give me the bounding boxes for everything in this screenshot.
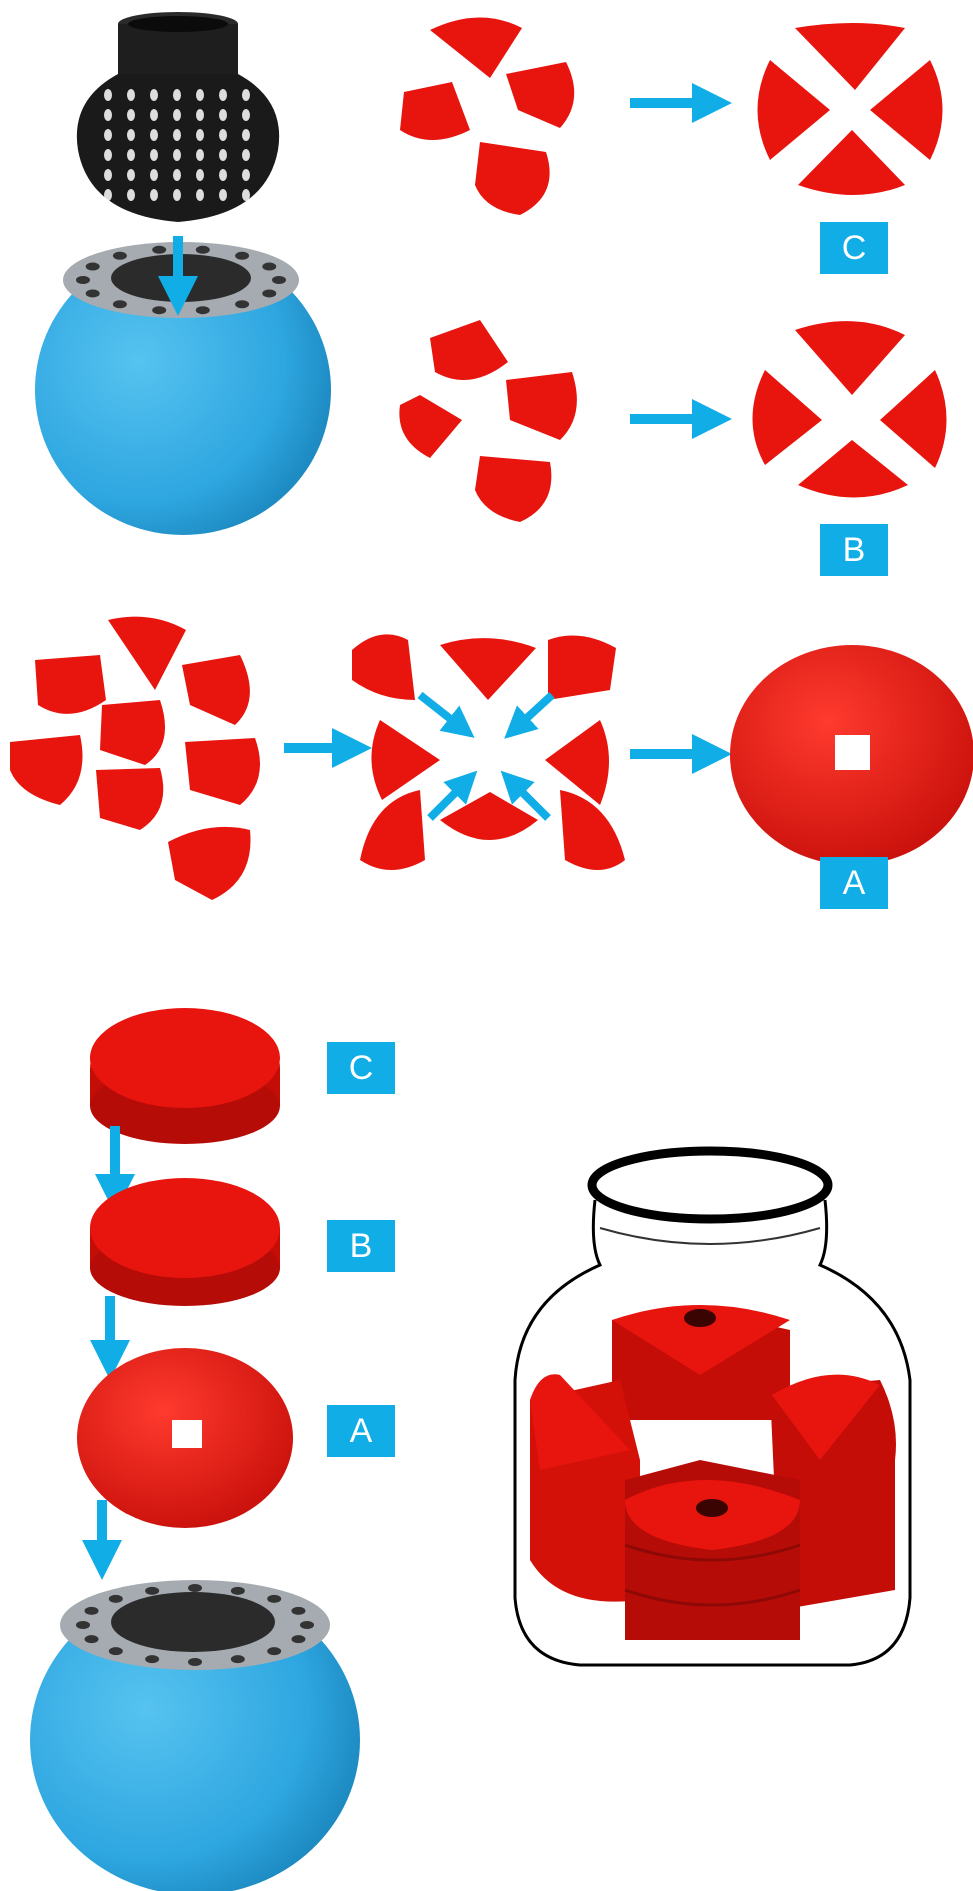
hole bbox=[242, 189, 250, 201]
hole bbox=[219, 129, 227, 141]
hole bbox=[235, 300, 249, 308]
hole bbox=[231, 1655, 245, 1663]
hole bbox=[188, 1658, 202, 1666]
stack-ring-c bbox=[90, 1008, 280, 1144]
hole bbox=[173, 109, 181, 121]
hole bbox=[219, 89, 227, 101]
hole bbox=[242, 169, 250, 181]
label-b: B bbox=[820, 524, 888, 576]
hole bbox=[196, 109, 204, 121]
hole bbox=[242, 129, 250, 141]
hole bbox=[291, 1635, 305, 1643]
assembled-ring-icon bbox=[753, 321, 947, 497]
hole bbox=[196, 89, 204, 101]
hole bbox=[145, 1587, 159, 1595]
hole bbox=[127, 89, 135, 101]
hole bbox=[104, 189, 112, 201]
hole bbox=[85, 1635, 99, 1643]
stacked-segments-in-jar bbox=[530, 1305, 896, 1640]
hole bbox=[109, 1595, 123, 1603]
hole bbox=[262, 289, 276, 297]
hole bbox=[173, 189, 181, 201]
hole bbox=[196, 246, 210, 254]
hole bbox=[267, 1647, 281, 1655]
stack-label-b: B bbox=[327, 1220, 395, 1272]
stack-label-a: A bbox=[327, 1405, 395, 1457]
loose-segments-c bbox=[400, 17, 574, 215]
hole bbox=[104, 149, 112, 161]
hole bbox=[152, 246, 166, 254]
hole bbox=[104, 169, 112, 181]
hole bbox=[104, 109, 112, 121]
hole bbox=[242, 109, 250, 121]
hole bbox=[300, 1621, 314, 1629]
hole bbox=[219, 149, 227, 161]
stack-label-c: C bbox=[327, 1042, 395, 1094]
hole bbox=[76, 1621, 90, 1629]
hole bbox=[219, 109, 227, 121]
hole bbox=[196, 149, 204, 161]
hole bbox=[291, 1607, 305, 1615]
hole bbox=[173, 169, 181, 181]
hole bbox=[173, 89, 181, 101]
hole bbox=[196, 306, 210, 314]
hole bbox=[109, 1647, 123, 1655]
stack-ring-a bbox=[77, 1348, 293, 1528]
hole bbox=[76, 276, 90, 284]
hole bbox=[104, 89, 112, 101]
hole bbox=[127, 169, 135, 181]
hole bbox=[231, 1587, 245, 1595]
hole bbox=[173, 149, 181, 161]
hole bbox=[262, 263, 276, 271]
converging-segments bbox=[352, 634, 625, 870]
hole bbox=[85, 1607, 99, 1615]
hole bbox=[188, 1584, 202, 1592]
hole bbox=[104, 129, 112, 141]
hole bbox=[196, 189, 204, 201]
assembled-ring-icon bbox=[730, 645, 973, 865]
hole bbox=[127, 189, 135, 201]
hole bbox=[196, 129, 204, 141]
assembled-ring-icon bbox=[758, 23, 943, 195]
label-c: C bbox=[820, 222, 888, 274]
loose-segments-a bbox=[10, 617, 260, 900]
label-a: A bbox=[820, 857, 888, 909]
hole bbox=[196, 169, 204, 181]
hole bbox=[150, 129, 158, 141]
hole bbox=[86, 263, 100, 271]
hole bbox=[150, 169, 158, 181]
hole bbox=[242, 149, 250, 161]
hole bbox=[127, 149, 135, 161]
hole bbox=[127, 109, 135, 121]
stack-ring-b bbox=[90, 1178, 280, 1306]
hole bbox=[272, 276, 286, 284]
hole bbox=[127, 129, 135, 141]
loose-segments-b bbox=[399, 320, 577, 522]
hole bbox=[86, 289, 100, 297]
hole bbox=[242, 89, 250, 101]
hole bbox=[113, 252, 127, 260]
hole bbox=[235, 252, 249, 260]
hole bbox=[173, 129, 181, 141]
hole bbox=[219, 169, 227, 181]
hole bbox=[150, 149, 158, 161]
hole bbox=[145, 1655, 159, 1663]
hole bbox=[267, 1595, 281, 1603]
hole bbox=[150, 109, 158, 121]
hole bbox=[150, 89, 158, 101]
hole bbox=[150, 189, 158, 201]
hole bbox=[152, 306, 166, 314]
hole bbox=[219, 189, 227, 201]
hole bbox=[113, 300, 127, 308]
